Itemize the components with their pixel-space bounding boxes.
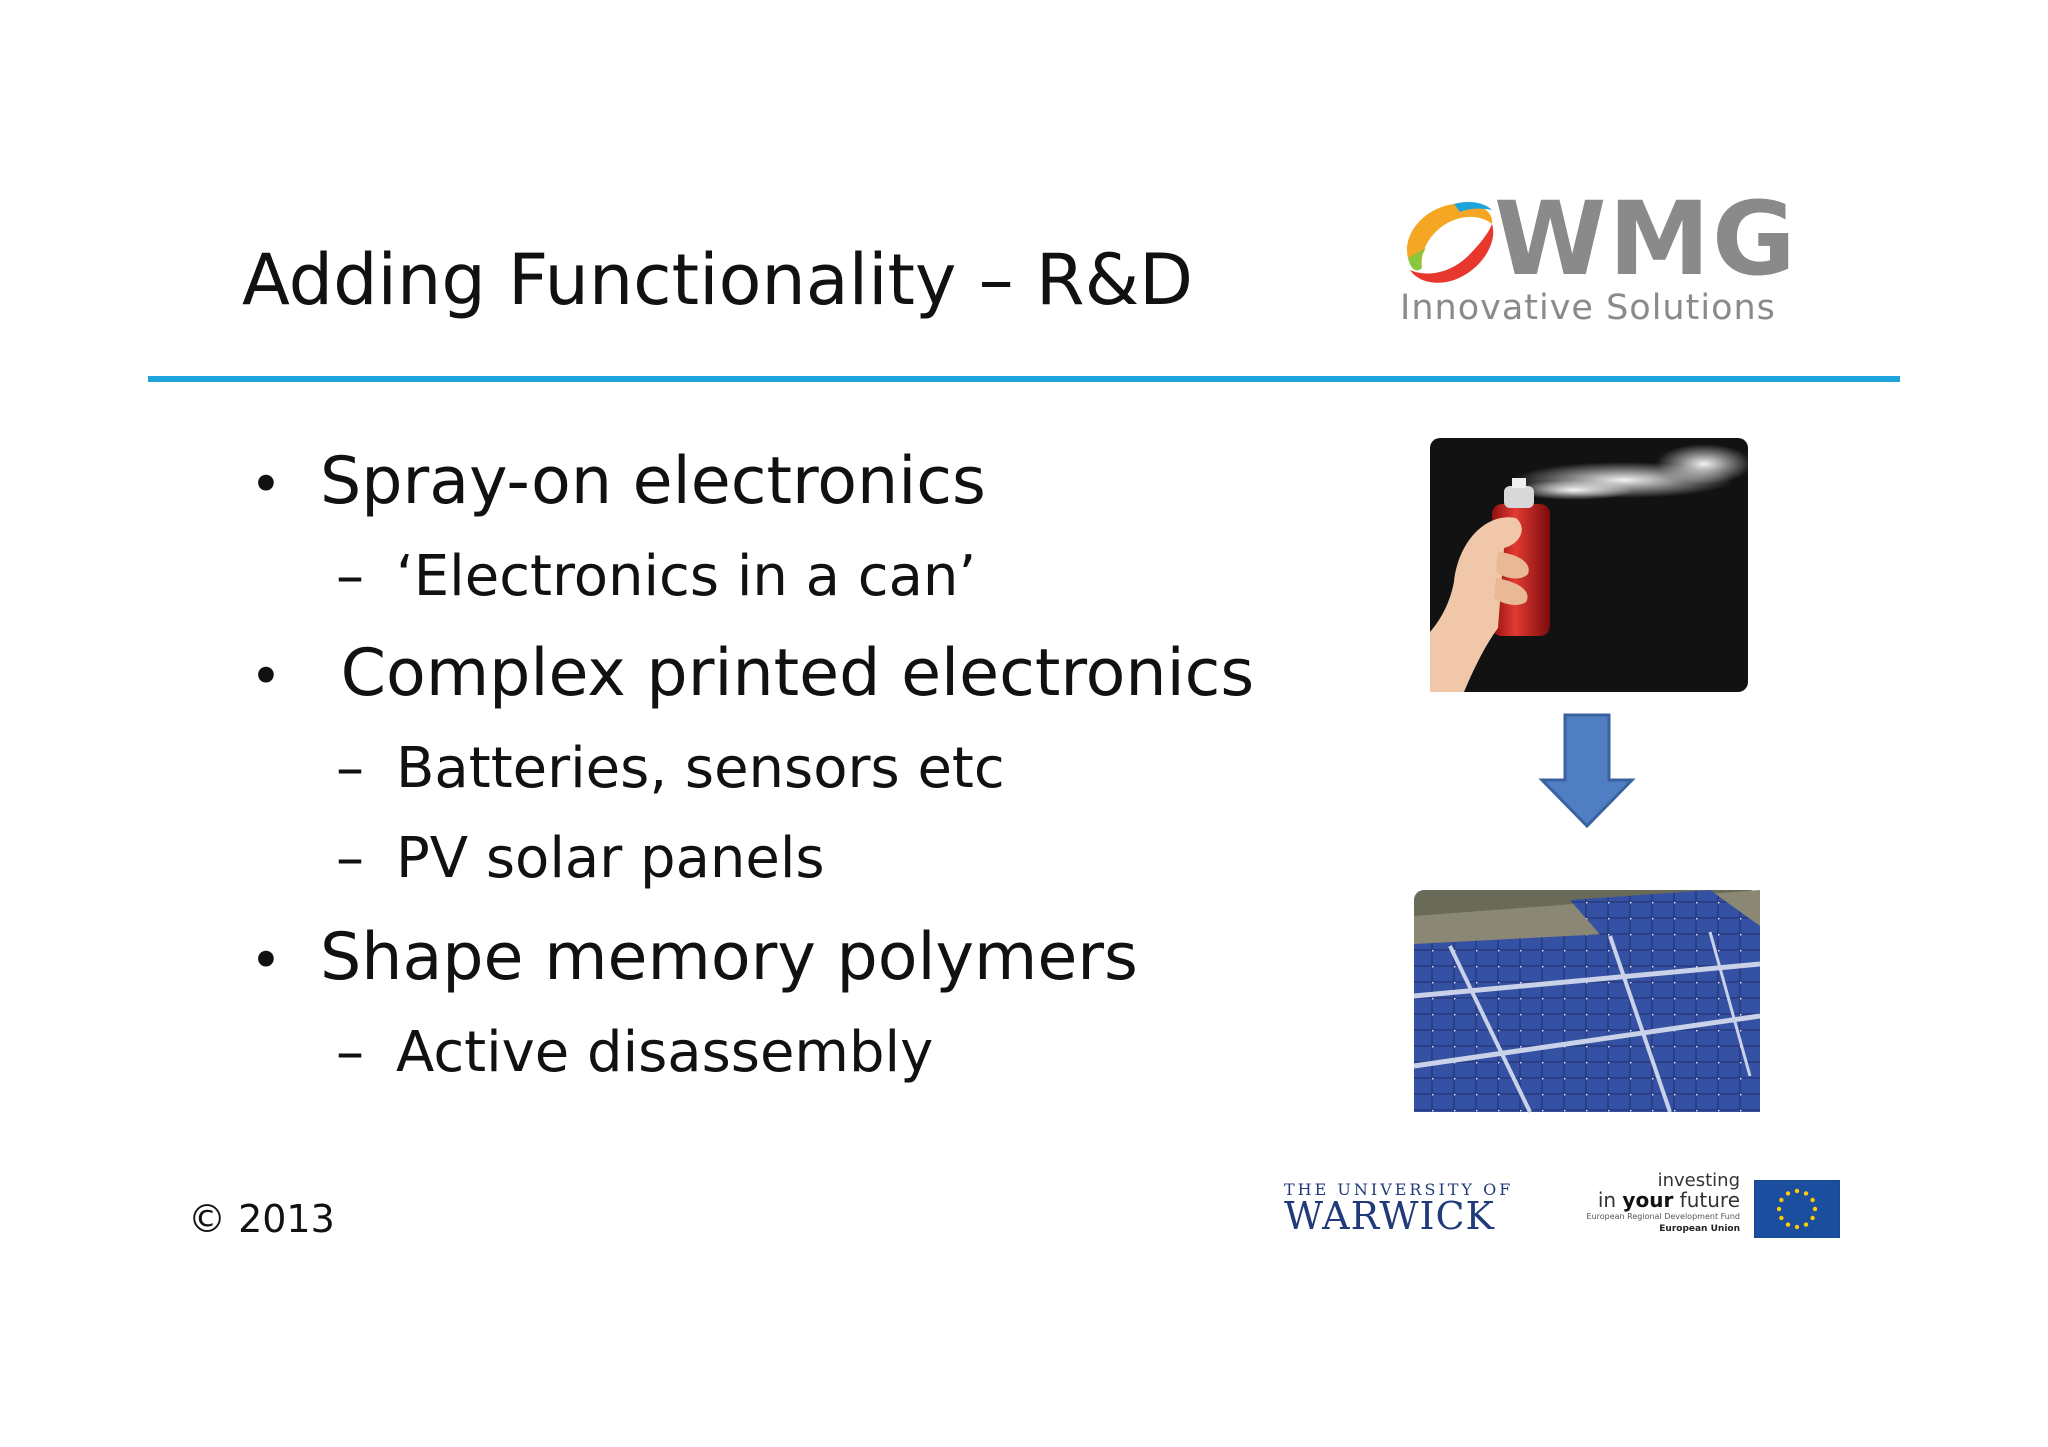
slide-title: Adding Functionality – R&D (242, 239, 1194, 321)
sub-bullet-item: –PV solar panels (336, 824, 825, 894)
title-divider (148, 376, 1900, 382)
eu-star-icon (1779, 1197, 1784, 1203)
bullet-marker: • (250, 929, 282, 992)
sub-bullet-item: –‘Electronics in a can’ (336, 542, 976, 612)
eu-star-icon (1785, 1222, 1791, 1227)
warwick-logo-line2: WARWICK (1284, 1194, 1495, 1238)
bullet-text: Shape memory polymers (320, 920, 1138, 995)
eu-star-icon (1810, 1197, 1815, 1203)
eu-star-icon (1785, 1191, 1791, 1196)
copyright-footer: © 2013 (188, 1197, 335, 1241)
bullet-text: Complex printed electronics (320, 636, 1255, 711)
solar-panels-image (1413, 890, 1761, 1113)
bullet-item: • Shape memory polymers (250, 918, 1138, 1001)
eu-star-icon (1803, 1191, 1809, 1196)
wmg-wordmark: WMG (1494, 180, 1798, 299)
eu-investing-text: investing (1657, 1170, 1740, 1191)
dash-marker: – (336, 826, 364, 891)
bullet-marker: • (250, 645, 282, 708)
sub-bullet-text: Batteries, sensors etc (396, 736, 1005, 801)
eu-star-icon (1776, 1206, 1782, 1212)
eu-star-icon (1779, 1215, 1784, 1221)
eu-star-icon (1794, 1188, 1800, 1194)
eu-future-text: in your future (1582, 1190, 1740, 1210)
warwick-logo: THE UNIVERSITY OF WARWICK (1284, 1180, 1514, 1252)
eu-star-icon (1794, 1224, 1800, 1230)
eu-fund-name: European Regional Development Fund (1586, 1212, 1740, 1221)
sub-bullet-item: –Batteries, sensors etc (336, 734, 1005, 804)
down-arrow-icon (1538, 713, 1636, 829)
sub-bullet-text: PV solar panels (396, 826, 825, 891)
dash-marker: – (336, 544, 364, 609)
bullet-item: • Spray-on electronics (250, 442, 986, 525)
eu-union-name: European Union (1659, 1224, 1740, 1234)
eu-your-word: your (1622, 1188, 1674, 1212)
dash-marker: – (336, 736, 364, 801)
dash-marker: – (336, 1020, 364, 1085)
bullet-item: • Complex printed electronics (250, 634, 1254, 717)
sub-bullet-item: –Active disassembly (336, 1018, 933, 1088)
eu-future-word: future (1679, 1188, 1740, 1212)
wmg-logo: WMG Innovative Solutions (1398, 180, 1860, 328)
warwick-logo-line1: THE UNIVERSITY OF (1284, 1180, 1514, 1199)
eu-fund-text: investing in your future European Region… (1582, 1172, 1740, 1235)
sub-bullet-text: Active disassembly (396, 1020, 934, 1085)
spray-can-image (1430, 438, 1752, 692)
sub-bullet-text: ‘Electronics in a can’ (396, 544, 977, 609)
eu-star-icon (1812, 1206, 1818, 1212)
bullet-marker: • (250, 453, 282, 516)
eu-star-icon (1803, 1222, 1809, 1227)
eu-in-word: in (1597, 1188, 1617, 1212)
eu-star-icon (1810, 1215, 1815, 1221)
eu-flag-icon (1754, 1180, 1840, 1238)
wmg-swoosh-icon (1407, 202, 1494, 283)
bullet-text: Spray-on electronics (320, 444, 986, 519)
eu-fund-logo: investing in your future European Region… (1582, 1172, 1844, 1242)
wmg-tagline: Innovative Solutions (1400, 288, 1776, 328)
